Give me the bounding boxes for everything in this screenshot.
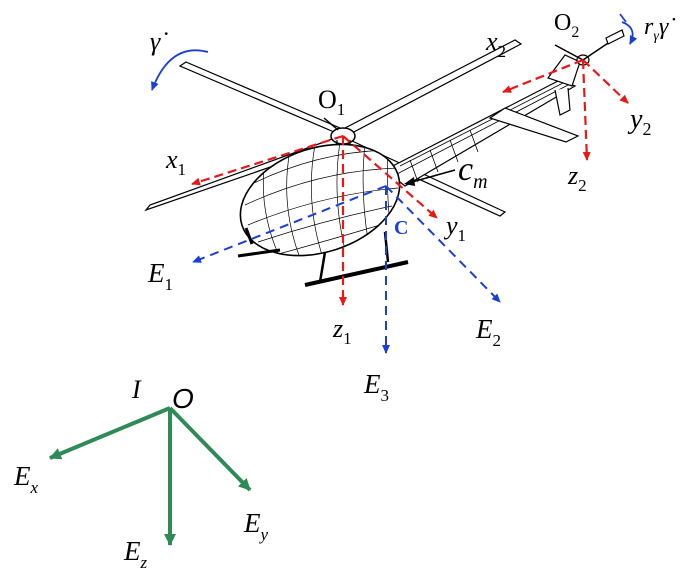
x1-axis	[191, 134, 344, 186]
center-of-mass-pointer	[411, 169, 456, 183]
center-of-mass-label: cm	[458, 151, 488, 193]
tail-rotor-rate-arrow	[621, 21, 638, 45]
tail-rotor-rate-arrow-back	[619, 13, 627, 23]
x2-label: x2	[485, 27, 506, 61]
o1-pointer	[323, 117, 339, 131]
inertial-origin-label: O	[172, 383, 194, 414]
inertial-frame-name: I	[131, 375, 142, 404]
o1-label: O1	[318, 85, 345, 119]
ez-label: Ez	[123, 536, 148, 572]
x1-label: x1	[165, 145, 186, 179]
body-frame-axes	[191, 134, 438, 306]
tail-boom	[383, 54, 581, 187]
ey-label: Ey	[243, 508, 269, 544]
e1-axis	[192, 185, 387, 263]
tail-frame-axes	[502, 58, 629, 161]
y2-label: y2	[627, 104, 651, 139]
tail-rotor-rate-label: rγγ̇	[644, 14, 675, 44]
ex-label: Ex	[13, 461, 39, 497]
y1-axis	[342, 135, 438, 219]
center-point-label: C	[394, 217, 408, 239]
z1-label: z1	[332, 314, 352, 348]
ey-axis	[168, 406, 252, 492]
z2-axis	[581, 59, 591, 161]
main-rotor-rate-arrow	[151, 49, 209, 91]
e3-label: E3	[363, 369, 389, 405]
o2-label: O2	[554, 10, 579, 41]
e2-label: E2	[475, 314, 501, 350]
x2-axis	[502, 58, 584, 94]
center-frame-axes	[192, 185, 501, 354]
e2-axis	[385, 185, 501, 303]
inertial-frame-axes	[49, 406, 252, 546]
main-rotor-rate-label: γ̇	[150, 27, 168, 56]
e1-label: E1	[147, 258, 173, 294]
y1-label: y1	[443, 211, 466, 245]
ex-axis	[49, 406, 171, 460]
center-of-mass-arrowhead	[404, 177, 415, 186]
y2-axis	[582, 59, 629, 104]
z2-label: z2	[567, 161, 587, 195]
